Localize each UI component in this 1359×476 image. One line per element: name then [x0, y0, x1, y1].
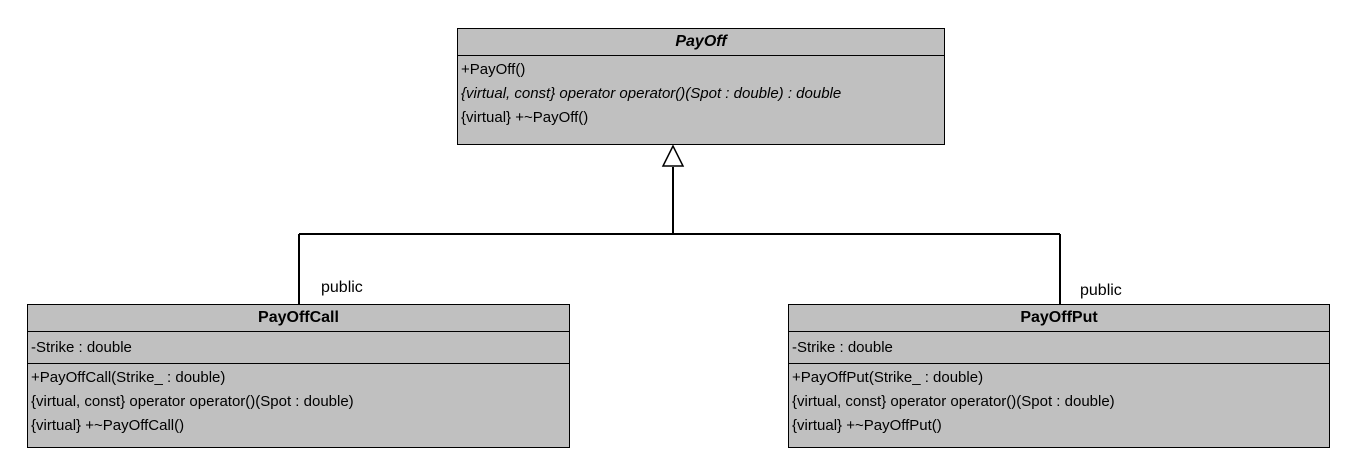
attributes-compartment-payoffcall: -Strike : double [28, 332, 569, 364]
class-payoffcall[interactable]: PayOffCall -Strike : double +PayOffCall(… [27, 304, 570, 448]
operation-destructor: {virtual} +~PayOffPut() [792, 417, 942, 434]
operations-compartment-payoff: +PayOff() {virtual, const} operator oper… [458, 56, 944, 132]
operation-constructor: +PayOffCall(Strike_ : double) [31, 369, 226, 386]
operation-destructor: {virtual} +~PayOff() [461, 109, 589, 126]
inheritance-label-payoffcall: public [321, 279, 363, 296]
operation-destructor: {virtual} +~PayOffCall() [31, 417, 185, 434]
operation-constructor: +PayOff() [461, 61, 526, 78]
operation-constructor: +PayOffPut(Strike_ : double) [792, 369, 984, 386]
operation-call-operator: {virtual, const} operator operator()(Spo… [31, 393, 354, 410]
attributes-compartment-payoffput: -Strike : double [789, 332, 1329, 364]
generalization-arrowhead [661, 144, 685, 167]
class-payoff[interactable]: PayOff +PayOff() {virtual, const} operat… [457, 28, 945, 145]
operations-compartment-payoffcall: +PayOffCall(Strike_ : double) {virtual, … [28, 364, 569, 440]
class-name-payoffcall: PayOffCall [28, 305, 569, 332]
attribute-strike: -Strike : double [792, 339, 893, 356]
class-name-payoffput: PayOffPut [789, 305, 1329, 332]
class-name-payoff: PayOff [458, 29, 944, 56]
inheritance-label-payoffput: public [1080, 282, 1122, 299]
class-payoffput[interactable]: PayOffPut -Strike : double +PayOffPut(St… [788, 304, 1330, 448]
operation-call-operator: {virtual, const} operator operator()(Spo… [461, 85, 842, 102]
operation-call-operator: {virtual, const} operator operator()(Spo… [792, 393, 1115, 410]
operations-compartment-payoffput: +PayOffPut(Strike_ : double) {virtual, c… [789, 364, 1329, 440]
attribute-strike: -Strike : double [31, 339, 132, 356]
